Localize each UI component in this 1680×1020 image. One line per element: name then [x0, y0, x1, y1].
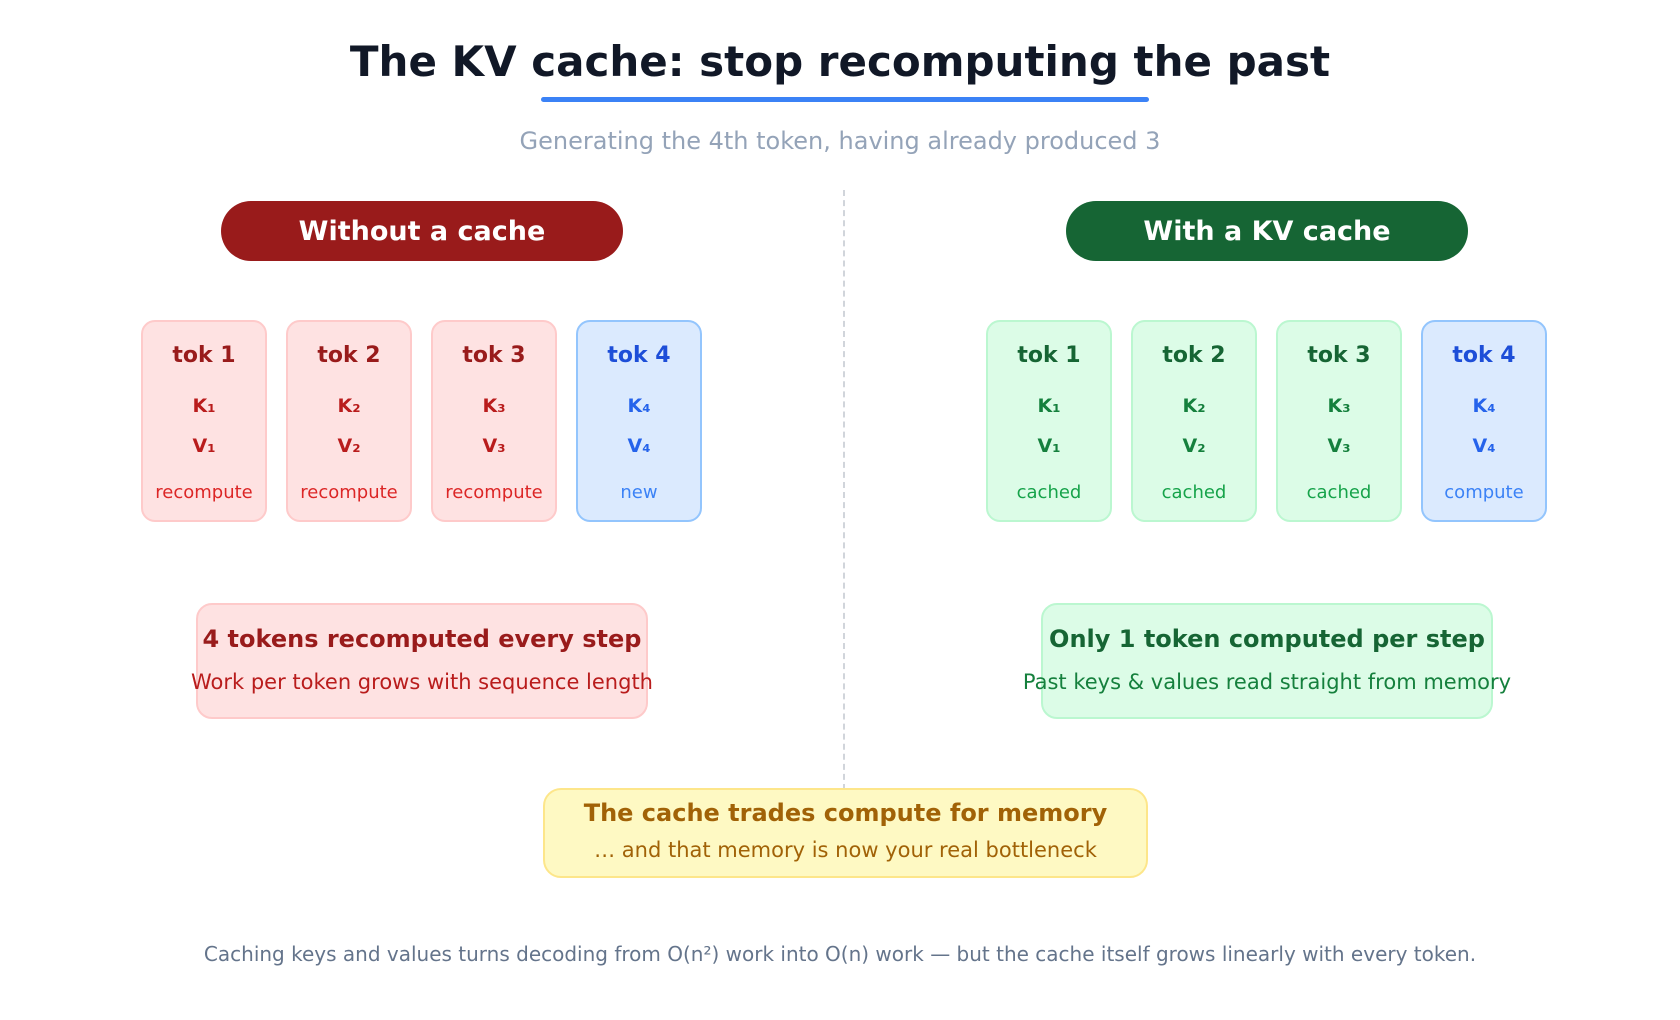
token-value: V₂	[1182, 435, 1206, 457]
token-value: V₃	[1327, 435, 1351, 457]
token-key: K₁	[192, 395, 216, 417]
token-name: tok 2	[1162, 343, 1226, 368]
without-token-1: tok 1 K₁ V₁ recompute	[141, 320, 267, 522]
center-divider	[843, 190, 845, 790]
token-status: recompute	[445, 482, 543, 503]
token-value: V₄	[627, 435, 651, 457]
token-key: K₄	[627, 395, 651, 417]
without-summary-title: 4 tokens recomputed every step	[202, 625, 642, 653]
tradeoff-title: The cache trades compute for memory	[583, 799, 1108, 827]
token-status: cached	[1306, 482, 1372, 503]
token-name: tok 3	[462, 343, 526, 368]
footer-caption: Caching keys and values turns decoding f…	[203, 942, 1477, 966]
token-key: K₁	[1037, 395, 1061, 417]
token-key: K₂	[1182, 395, 1206, 417]
token-key: K₃	[1327, 395, 1351, 417]
token-status: cached	[1161, 482, 1227, 503]
tradeoff-text: … and that memory is now your real bottl…	[594, 838, 1097, 862]
title-underline	[541, 97, 1149, 102]
with-summary-box	[1041, 603, 1493, 719]
with-cache-header: With a KV cache	[1066, 201, 1468, 261]
token-name: tok 2	[317, 343, 381, 368]
token-status: recompute	[300, 482, 398, 503]
without-token-4: tok 4 K₄ V₄ new	[576, 320, 702, 522]
with-summary-text: Past keys & values read straight from me…	[1022, 670, 1512, 694]
tradeoff-callout	[543, 788, 1148, 878]
token-value: V₁	[1037, 435, 1061, 457]
page-title: The KV cache: stop recomputing the past	[349, 37, 1331, 86]
token-key: K₃	[482, 395, 506, 417]
with-summary-title: Only 1 token computed per step	[1049, 625, 1485, 653]
token-name: tok 3	[1307, 343, 1371, 368]
with-token-2: tok 2 K₂ V₂ cached	[1131, 320, 1257, 522]
token-name: tok 4	[607, 343, 671, 368]
token-value: V₄	[1472, 435, 1496, 457]
token-status: new	[620, 482, 658, 503]
token-value: V₁	[192, 435, 216, 457]
without-summary-text: Work per token grows with sequence lengt…	[191, 670, 653, 694]
token-status: cached	[1016, 482, 1082, 503]
with-token-1: tok 1 K₁ V₁ cached	[986, 320, 1112, 522]
token-name: tok 1	[172, 343, 236, 368]
with-token-4: tok 4 K₄ V₄ compute	[1421, 320, 1547, 522]
with-token-3: tok 3 K₃ V₃ cached	[1276, 320, 1402, 522]
token-name: tok 4	[1452, 343, 1516, 368]
token-name: tok 1	[1017, 343, 1081, 368]
without-token-2: tok 2 K₂ V₂ recompute	[286, 320, 412, 522]
token-status: compute	[1444, 482, 1524, 503]
token-value: V₂	[337, 435, 361, 457]
without-summary-box	[196, 603, 648, 719]
without-cache-header: Without a cache	[221, 201, 623, 261]
page-subtitle: Generating the 4th token, having already…	[519, 127, 1161, 155]
without-token-3: tok 3 K₃ V₃ recompute	[431, 320, 557, 522]
token-status: recompute	[155, 482, 253, 503]
token-key: K₄	[1472, 395, 1496, 417]
token-value: V₃	[482, 435, 506, 457]
token-key: K₂	[337, 395, 361, 417]
